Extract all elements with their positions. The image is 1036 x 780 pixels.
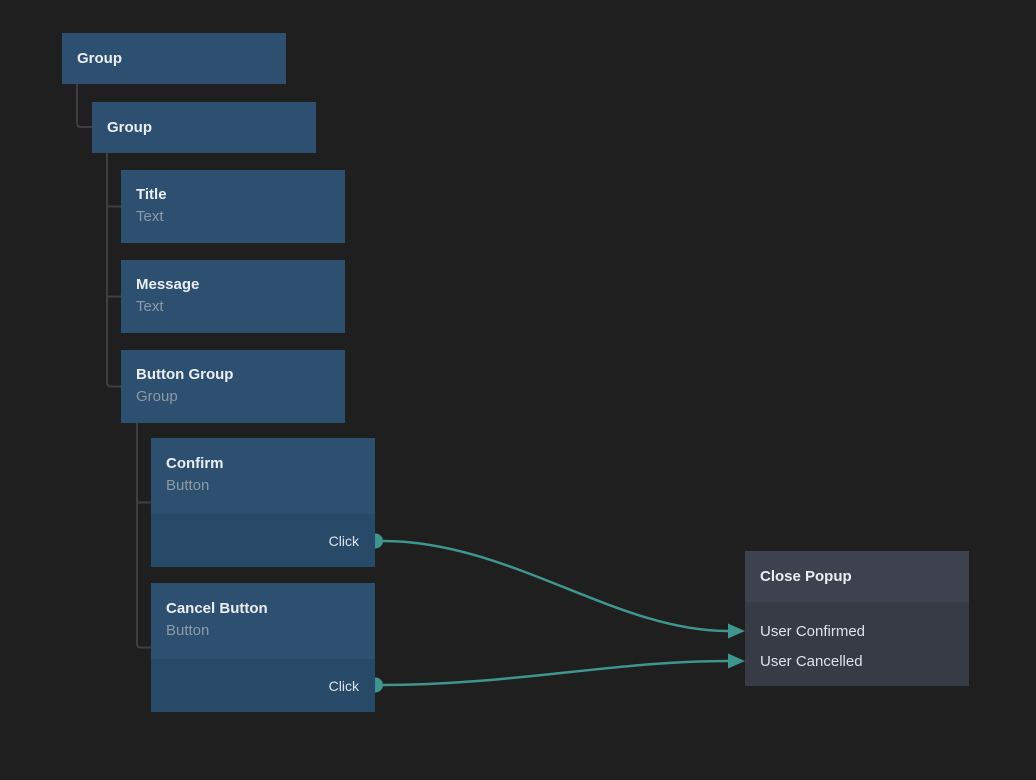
node-confirm-button[interactable]: Confirm Button Click xyxy=(151,438,375,567)
node-confirm-output-row: Click xyxy=(151,514,375,567)
node-button-group[interactable]: Button Group Group xyxy=(121,350,345,423)
tree-connector-group1-group2 xyxy=(76,84,92,128)
confirm-click-output-label: Click xyxy=(328,532,359,549)
connection-cancel-click-to-user-cancelled xyxy=(382,659,729,687)
node-close-popup-inputs: User Confirmed User Cancelled xyxy=(745,602,969,686)
node-title: Title xyxy=(136,186,167,203)
node-cancel-output-row: Click xyxy=(151,659,375,712)
tree-connector-group2-trunk xyxy=(106,153,121,388)
node-subtitle: Group xyxy=(136,388,178,405)
node-group-2-header: Group xyxy=(92,102,316,153)
arrowhead-user-confirmed xyxy=(728,623,745,639)
tree-connector-buttongroup-trunk xyxy=(136,423,151,649)
node-subtitle: Button xyxy=(166,477,210,494)
node-title: Confirm xyxy=(166,455,224,472)
connection-confirm-click-to-user-confirmed xyxy=(382,539,729,633)
node-title: Message xyxy=(136,276,200,293)
node-cancel-button[interactable]: Cancel Button Button Click xyxy=(151,583,375,712)
node-group-2[interactable]: Group xyxy=(92,102,316,153)
node-title: Group xyxy=(77,49,122,67)
node-title: Cancel Button xyxy=(166,600,268,617)
node-title: Close Popup xyxy=(760,567,852,585)
node-title-text[interactable]: Title Text xyxy=(121,170,345,243)
node-group-1[interactable]: Group xyxy=(62,33,286,84)
arrowhead-user-cancelled xyxy=(728,653,745,669)
node-subtitle: Button xyxy=(166,622,210,639)
node-message-text[interactable]: Message Text xyxy=(121,260,345,333)
input-user-cancelled[interactable]: User Cancelled xyxy=(760,652,863,670)
node-message-text-header: Message Text xyxy=(121,260,345,333)
node-title: Button Group xyxy=(136,366,234,383)
node-cancel-header: Cancel Button Button xyxy=(151,583,375,659)
node-close-popup-header: Close Popup xyxy=(745,551,969,602)
node-subtitle: Text xyxy=(136,298,164,315)
node-subtitle: Text xyxy=(136,208,164,225)
input-user-confirmed[interactable]: User Confirmed xyxy=(760,622,866,640)
node-title-text-header: Title Text xyxy=(121,170,345,243)
cancel-click-output-label: Click xyxy=(328,677,359,694)
node-title: Group xyxy=(107,118,152,136)
node-confirm-header: Confirm Button xyxy=(151,438,375,514)
node-close-popup[interactable]: Close Popup User Confirmed User Cancelle… xyxy=(745,551,969,686)
node-group-1-header: Group xyxy=(62,33,286,84)
node-button-group-header: Button Group Group xyxy=(121,350,345,423)
